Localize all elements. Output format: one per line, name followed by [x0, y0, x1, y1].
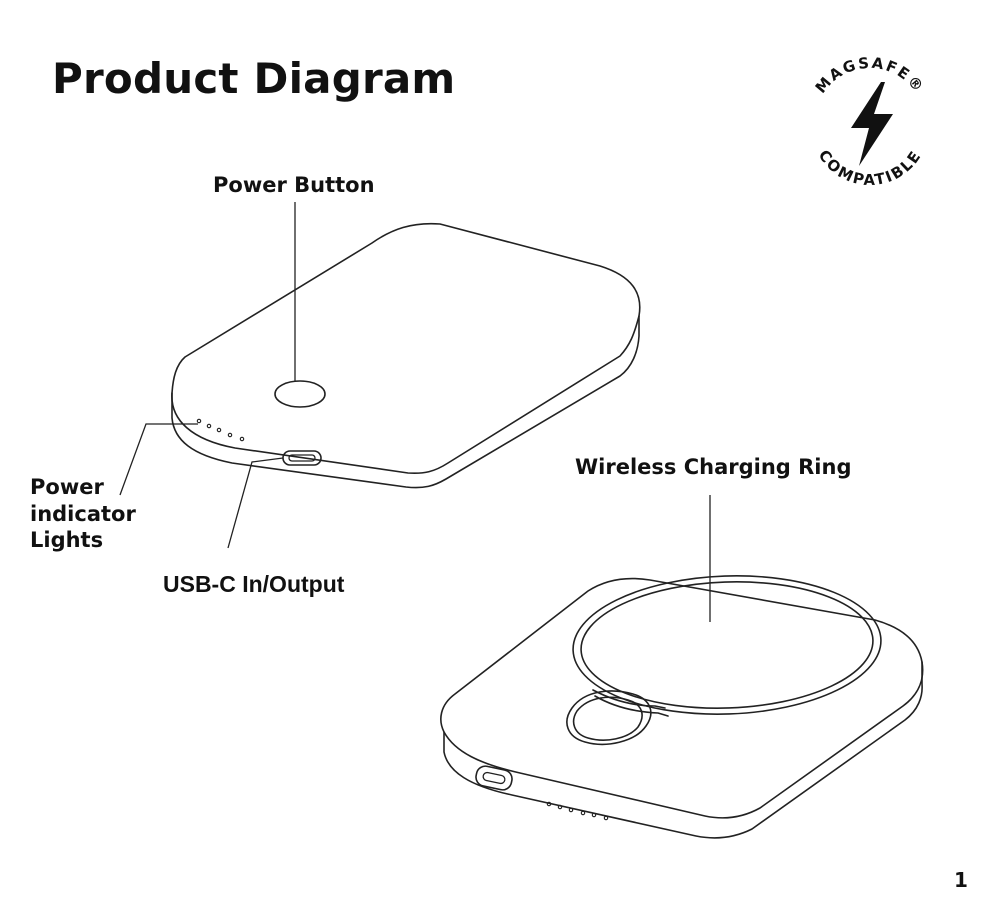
leader-lines	[119, 202, 711, 622]
magsafe-badge: MAGSAFE® COMPATIBLE	[812, 54, 929, 189]
page-title: Product Diagram	[52, 54, 456, 103]
wireless-charging-ring	[572, 575, 882, 715]
badge-top-text: MAGSAFE®	[812, 54, 929, 97]
label-wireless-charging-ring: Wireless Charging Ring	[575, 455, 852, 479]
label-power-indicator-lights: Power indicator Lights	[30, 474, 136, 554]
label-usb-c: USB-C In/Output	[163, 571, 345, 597]
label-power-button: Power Button	[213, 173, 375, 197]
usb-c-port-bottom	[475, 765, 513, 791]
lightning-bolt-icon	[851, 82, 893, 166]
page-number: 1	[954, 868, 968, 892]
label-indicator-line-1: Power	[30, 475, 104, 499]
label-indicator-line-2: indicator	[30, 501, 136, 526]
power-bank-with-ring	[440, 575, 924, 839]
power-bank-top-view	[171, 222, 641, 489]
indicator-lights-top	[196, 418, 245, 442]
indicator-lights-bottom	[546, 801, 609, 821]
label-indicator-line-3: Lights	[30, 528, 104, 553]
ring-oval-pad	[566, 690, 652, 746]
power-button-shape	[274, 380, 326, 408]
badge-bottom-text: COMPATIBLE	[815, 147, 926, 189]
